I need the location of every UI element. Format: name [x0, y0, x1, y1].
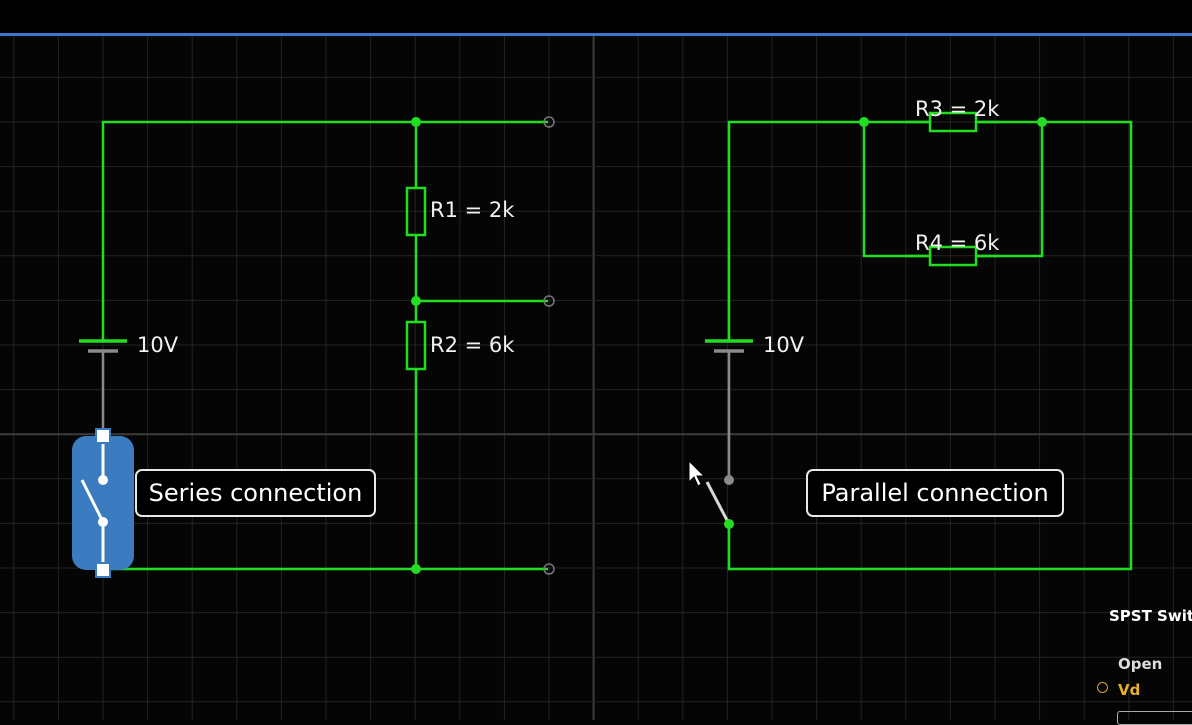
top-accent-line — [0, 33, 1192, 36]
top-bar — [0, 0, 1192, 34]
resistor-r2[interactable] — [405, 320, 427, 371]
switch-state-value[interactable]: Open — [1118, 655, 1163, 673]
battery-series[interactable] — [79, 302, 127, 432]
resistor-r1[interactable] — [405, 186, 427, 237]
grid — [0, 36, 1192, 720]
resistor-r3-label: R3 = 2k — [915, 97, 1000, 121]
parallel-wire-r3-right[interactable] — [727, 120, 1133, 571]
battery-series-label: 10V — [137, 333, 179, 357]
parallel-wire-left[interactable] — [727, 120, 864, 302]
battery-parallel-label: 10V — [763, 333, 805, 357]
resistor-r4-label: R4 = 6k — [915, 231, 1000, 255]
parallel-connection-callout[interactable]: Parallel connection — [806, 469, 1064, 517]
parallel-junctions — [859, 117, 1047, 127]
switch-parallel[interactable] — [705, 475, 734, 529]
series-connection-callout[interactable]: Series connection — [135, 469, 376, 517]
series-circuit — [101, 120, 548, 571]
resistor-r2-label: R2 = 6k — [430, 333, 515, 357]
mouse-cursor-icon — [688, 459, 706, 487]
parallel-circuit — [727, 111, 1133, 571]
resistor-r1-label: R1 = 2k — [430, 198, 515, 222]
series-wire-top[interactable] — [101, 120, 548, 302]
properties-panel-title: SPST Switc — [1109, 607, 1192, 625]
vd-radio-button[interactable] — [1097, 682, 1108, 693]
battery-parallel[interactable] — [705, 302, 753, 480]
series-wire-bottom[interactable] — [414, 369, 548, 571]
vd-label: Vd — [1118, 681, 1141, 699]
switch-series-selected[interactable] — [72, 428, 134, 578]
properties-input-field[interactable] — [1117, 711, 1192, 725]
series-junctions — [411, 117, 421, 574]
probe-terminal-icon[interactable] — [543, 116, 555, 575]
